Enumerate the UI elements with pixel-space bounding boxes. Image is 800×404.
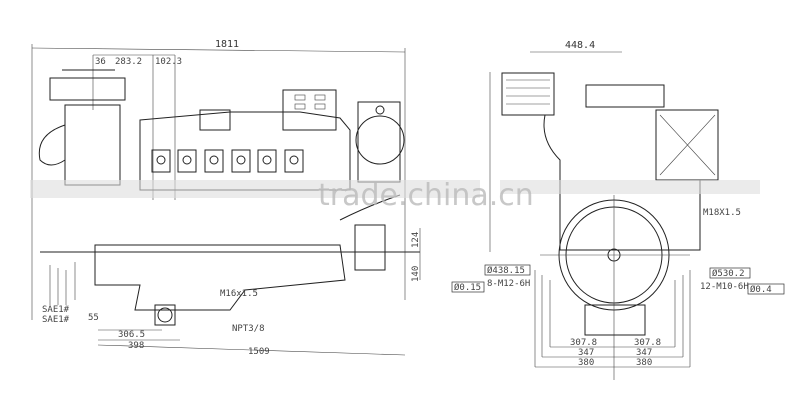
dim-small-offset: 36 <box>95 57 106 67</box>
blur-band <box>30 180 480 198</box>
dim-half-3-left: 380 <box>578 358 594 368</box>
callout-npt: NPT3/8 <box>232 324 265 334</box>
dim-air-filter-offset: 283.2 <box>115 57 142 67</box>
intercooler <box>64 104 121 186</box>
dim-half-1-right: 307.8 <box>634 338 661 348</box>
dim-overall-length: 1811 <box>215 39 239 50</box>
dim-crank-height: 124 <box>411 232 421 248</box>
oil-pan <box>94 244 346 311</box>
callout-sae-2: SAE1# <box>42 315 70 325</box>
watermark: trade.china.cn <box>318 178 534 213</box>
cylinder-heads <box>151 149 304 173</box>
dim-half-3-right: 380 <box>636 358 652 368</box>
dim-half-1-left: 307.8 <box>570 338 597 348</box>
instrument-panel <box>282 89 337 131</box>
dim-mount-length: 1509 <box>248 347 270 357</box>
flywheel-housing-port <box>154 304 176 326</box>
callout-bolt-right: 12-M10-6H <box>700 282 749 292</box>
dim-half-2-left: 347 <box>578 348 594 358</box>
callout-sae-1: SAE1# <box>42 305 70 315</box>
exhaust-bellows <box>501 72 555 116</box>
dim-half-2-right: 347 <box>636 348 652 358</box>
dim-flywheel-offset: 306.5 <box>118 330 145 340</box>
dim-turbo-offset: 102.3 <box>155 57 182 67</box>
callout-dia-right: Ø530.2 <box>712 268 745 279</box>
callout-m18: M18X1.5 <box>703 208 741 218</box>
air-filter <box>49 77 126 101</box>
callout-tol-right: Ø0.4 <box>750 284 772 295</box>
air-filter-front <box>585 84 665 108</box>
front-view: 448.4 M18X1.5 Ø438.15 8-M12-6H Ø0.15 Ø53… <box>451 40 785 380</box>
callout-tol-left: Ø0.15 <box>454 282 481 293</box>
heat-exchanger <box>355 115 405 165</box>
dim-mount-offset: 398 <box>128 341 144 351</box>
callout-bolt-left: 8-M12-6H <box>487 279 530 289</box>
dim-width-top: 448.4 <box>565 40 595 51</box>
callout-m16: M16x1.5 <box>220 289 258 299</box>
callout-small-dim: 55 <box>88 313 99 323</box>
callout-dia-left: Ø438.15 <box>487 265 525 276</box>
dim-mount-height: 140 <box>411 266 421 282</box>
